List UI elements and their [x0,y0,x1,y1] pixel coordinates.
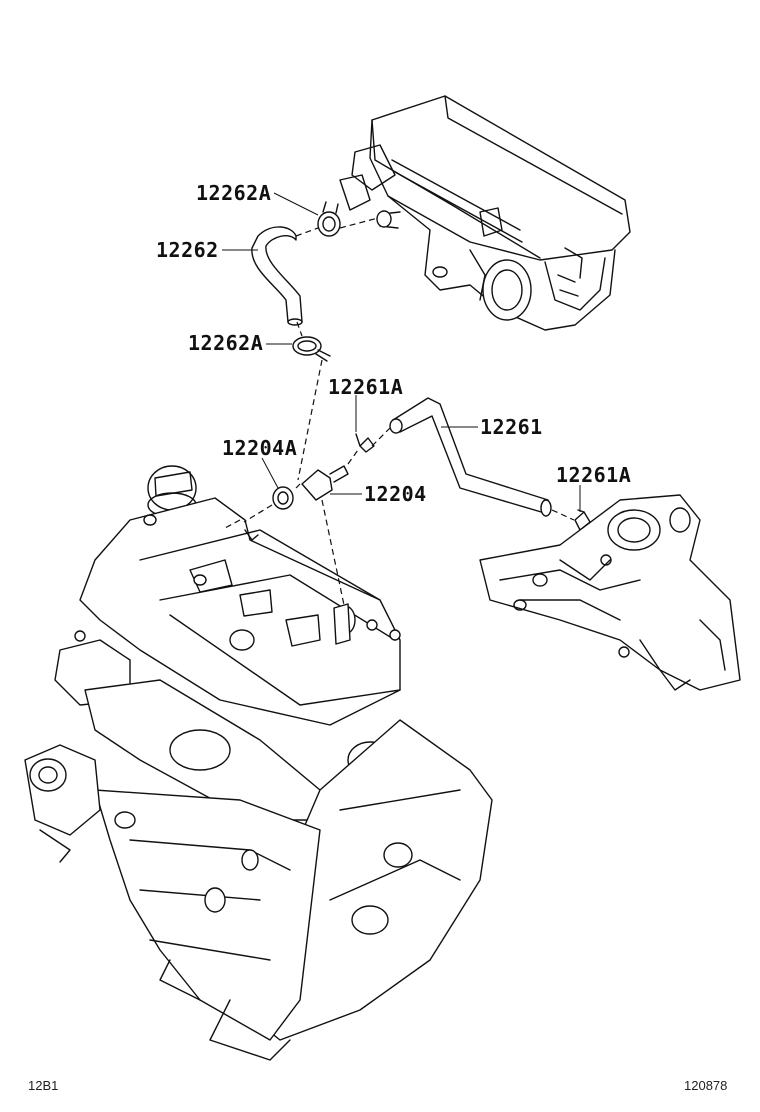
label-clamp-lower: 12262A [188,331,263,355]
engine-assembly [24,465,493,1061]
label-clamp-pcv-hose: 12261A [328,375,403,399]
air-cleaner-assembly [339,95,631,331]
connection-dashed-lines [224,217,575,606]
pcv-hose-group [355,397,591,531]
intake-manifold [479,494,741,691]
label-pcv-hose: 12261 [480,415,543,439]
label-clamp-manifold: 12261A [556,463,631,487]
pcv-valve-group [272,465,349,510]
leader-lines [222,192,581,512]
label-clamp-upper: 12262A [196,181,271,205]
label-grommet: 12204A [222,436,297,460]
upper-hose-group [251,201,341,362]
footer-left-code: 12B1 [28,1078,58,1093]
label-hose-upper: 12262 [156,238,219,262]
footer-right-code: 120878 [684,1078,727,1093]
label-pcv-valve: 12204 [364,482,427,506]
